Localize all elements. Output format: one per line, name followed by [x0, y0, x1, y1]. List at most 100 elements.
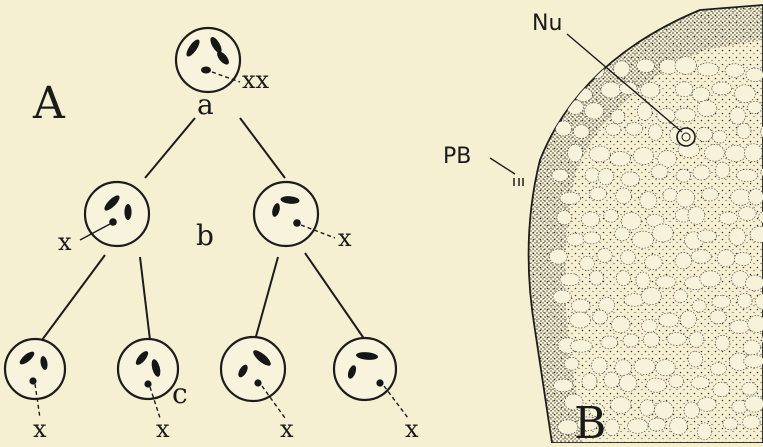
yolk-vacuole — [702, 188, 719, 201]
yolk-vacuole — [663, 189, 678, 202]
yolk-vacuole — [648, 418, 666, 431]
yolk-vacuole — [564, 357, 579, 370]
cell-c1-outline — [5, 339, 65, 399]
sex-chromosome — [293, 219, 301, 227]
yolk-vacuole — [641, 288, 661, 305]
yolk-vacuole — [567, 233, 585, 246]
yolk-vacuole — [598, 168, 614, 184]
chromosome — [124, 204, 131, 220]
yolk-vacuole — [589, 270, 603, 285]
chromosome-label-a: xx — [242, 66, 270, 94]
yolk-vacuole — [606, 123, 621, 135]
yolk-vacuole — [692, 300, 706, 312]
yolk-vacuole — [710, 363, 726, 375]
yolk-vacuole — [585, 103, 604, 119]
yolk-vacuole — [712, 131, 727, 143]
yolk-vacuole — [698, 397, 717, 411]
chromosome-label-c3: x — [280, 415, 294, 443]
yolk-vacuole — [730, 107, 746, 124]
yolk-vacuole — [731, 189, 751, 205]
edge-a-to-b-right — [240, 118, 285, 178]
yolk-vacuole — [611, 397, 631, 414]
yolk-vacuole — [640, 192, 657, 210]
cell-c2-outline — [118, 339, 178, 399]
yolk-vacuole — [743, 340, 760, 355]
yolk-vacuole — [615, 360, 632, 376]
yolk-vacuole — [568, 145, 583, 162]
sex-chromosome — [109, 218, 117, 226]
yolk-vacuole — [684, 402, 699, 419]
yolk-vacuole — [692, 87, 710, 102]
yolk-vacuole — [582, 373, 597, 390]
yolk-vacuole — [670, 417, 688, 435]
panel-b: Nu PB B — [443, 5, 763, 443]
yolk-vacuole — [640, 400, 655, 416]
yolk-vacuole — [659, 313, 679, 327]
yolk-vacuole — [655, 401, 674, 419]
edge-b-right-to-c3 — [255, 257, 278, 340]
yolk-vacuole — [634, 358, 655, 374]
yolk-vacuole — [592, 357, 608, 374]
yolk-vacuole — [696, 127, 712, 141]
yolk-vacuole — [691, 377, 710, 389]
yolk-vacuole — [676, 169, 691, 182]
yolk-vacuole — [560, 192, 581, 204]
yolk-vacuole — [582, 212, 600, 227]
yolk-vacuole — [697, 423, 711, 440]
yolk-vacuole — [623, 334, 639, 347]
yolk-vacuole — [729, 228, 745, 246]
yolk-vacuole — [554, 379, 573, 392]
yolk-vacuole — [715, 335, 730, 351]
chromosome-label-c2: x — [156, 415, 170, 443]
yolk-vacuole — [620, 82, 638, 95]
cell-b-left-outline — [85, 182, 149, 246]
sex-chromosome — [29, 377, 36, 384]
yolk-vacuole — [604, 209, 619, 222]
yolk-vacuole — [725, 64, 744, 78]
yolk-vacuole — [605, 419, 620, 436]
cell-a-outline — [176, 28, 240, 92]
edge-a-to-b-left — [145, 118, 195, 178]
yolk-vacuole — [648, 124, 662, 141]
yolk-vacuole — [585, 168, 599, 182]
yolk-vacuole — [730, 320, 750, 333]
yolk-vacuole — [553, 290, 571, 303]
edge-b-left-to-c1 — [42, 255, 105, 340]
yolk-vacuole — [742, 382, 758, 395]
yolk-vacuole — [567, 100, 584, 114]
yolk-vacuole — [717, 250, 735, 267]
yolk-vacuole — [570, 312, 591, 328]
yolk-vacuole — [616, 188, 632, 204]
yolk-vacuole — [710, 310, 727, 324]
sex-chromosome — [376, 379, 383, 386]
cell-c3 — [221, 337, 285, 418]
yolk-vacuole — [615, 227, 630, 241]
yolk-vacuole — [745, 396, 763, 412]
yolk-vacuole — [675, 82, 693, 97]
polar-body — [514, 178, 523, 186]
chromosome-label-b-left: x — [58, 228, 72, 256]
yolk-vacuole — [697, 63, 719, 76]
yolk-vacuole — [697, 230, 716, 242]
yolk-vacuole — [688, 207, 705, 225]
yolk-vacuole — [555, 81, 570, 99]
yolk-vacuole — [713, 382, 730, 396]
yolk-vacuole — [611, 316, 630, 333]
yolk-vacuole — [575, 88, 593, 101]
yolk-vacuole — [746, 68, 763, 81]
cell-c2 — [118, 339, 178, 418]
yolk-vacuole — [549, 249, 567, 264]
edge-b-left-to-c2 — [140, 257, 150, 340]
cell-b-right-outline — [254, 182, 318, 246]
yolk-vacuole — [637, 59, 655, 72]
yolk-vacuole — [705, 145, 725, 162]
yolk-vacuole — [691, 250, 711, 264]
yolk-vacuole — [675, 253, 692, 269]
yolk-vacuole — [737, 123, 751, 139]
yolk-vacuole — [725, 145, 746, 161]
yolk-vacuole — [744, 144, 762, 162]
yolk-vacuole — [652, 224, 673, 242]
yolk-vacuole — [571, 299, 590, 312]
